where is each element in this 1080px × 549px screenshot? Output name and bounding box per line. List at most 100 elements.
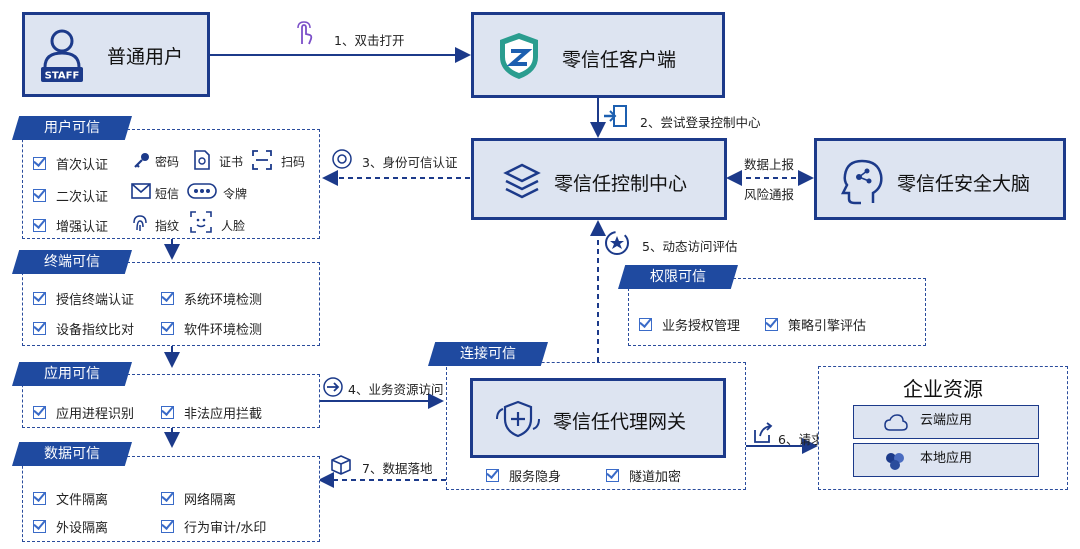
connection-item-2-label: 隧道加密 xyxy=(629,470,682,485)
staff-icon: STAFF xyxy=(41,29,83,82)
data-item-3: 外设隔离 xyxy=(33,517,108,536)
terminal-trust-panel: 授信终端认证 系统环境检测 设备指纹比对 软件环境检测 xyxy=(22,262,320,346)
connection-trust-tag: 连接可信 xyxy=(428,342,548,366)
data-trust-tag: 数据可信 xyxy=(12,442,132,466)
local-app-item[interactable]: 本地应用 xyxy=(853,443,1039,477)
permission-trust-panel: 业务授权管理 策略引擎评估 xyxy=(628,278,926,346)
cert-label: 证书 xyxy=(219,155,244,169)
data-item-4: 行为审计/水印 xyxy=(161,517,266,536)
data-item-2: 网络隔离 xyxy=(161,489,236,508)
brain-node[interactable]: 零信任安全大脑 xyxy=(814,138,1066,220)
check-icon xyxy=(765,318,778,331)
brain-report-label: 数据上报 xyxy=(744,157,795,172)
permission-trust-tag: 权限可信 xyxy=(618,265,738,289)
second-auth-item: 二次认证 xyxy=(33,186,108,205)
check-icon xyxy=(161,322,174,335)
certificate-icon xyxy=(194,150,210,170)
data-item-4-label: 行为审计/水印 xyxy=(184,521,267,536)
sms-label: 短信 xyxy=(155,187,180,201)
fingerprint-label: 指纹 xyxy=(155,219,180,233)
app-item-2: 非法应用拦截 xyxy=(161,403,262,422)
control-center-label: 零信任控制中心 xyxy=(554,173,688,195)
evaluate-icon xyxy=(605,231,629,255)
token-icon xyxy=(187,183,217,199)
check-icon xyxy=(33,292,46,305)
client-shield-icon xyxy=(500,33,538,79)
app-trust-tag: 应用可信 xyxy=(12,362,132,386)
check-icon xyxy=(639,318,652,331)
gateway-node[interactable]: 零信任代理网关 xyxy=(470,378,726,458)
cloud-icon xyxy=(884,414,908,431)
local-app-icon xyxy=(886,453,904,470)
first-auth-label: 首次认证 xyxy=(56,158,109,173)
terminal-trust-tag: 终端可信 xyxy=(12,250,132,274)
fingerprint-icon xyxy=(133,215,147,231)
step7-label: 7、数据落地 xyxy=(362,461,433,476)
check-icon xyxy=(161,406,174,419)
access-arrow-icon xyxy=(323,377,343,397)
data-cube-icon xyxy=(331,455,351,475)
terminal-item-3: 设备指纹比对 xyxy=(33,319,134,338)
data-item-1-label: 文件隔离 xyxy=(56,493,109,508)
terminal-item-2-label: 系统环境检测 xyxy=(184,293,263,308)
client-node[interactable]: 零信任客户端 xyxy=(471,12,725,98)
second-auth-label: 二次认证 xyxy=(56,190,109,205)
face-label: 人脸 xyxy=(221,219,246,233)
enterprise-title: 企业资源 xyxy=(903,377,983,401)
check-icon xyxy=(33,157,46,170)
check-icon xyxy=(33,406,46,419)
identity-icon xyxy=(332,149,352,169)
connection-item-2: 隧道加密 xyxy=(606,466,681,485)
touch-icon xyxy=(297,21,313,45)
check-icon xyxy=(486,469,499,482)
user-node-label: 普通用户 xyxy=(107,46,184,68)
scan-label: 扫码 xyxy=(281,155,306,169)
forward-icon xyxy=(754,422,773,443)
check-icon xyxy=(33,322,46,335)
data-item-3-label: 外设隔离 xyxy=(56,521,109,536)
permission-item-2-label: 策略引擎评估 xyxy=(788,319,867,334)
gateway-node-label: 零信任代理网关 xyxy=(553,411,687,433)
connection-item-1-label: 服务隐身 xyxy=(509,470,562,485)
app-item-1: 应用进程识别 xyxy=(33,403,134,422)
password-label: 密码 xyxy=(155,155,180,169)
staff-icon-text: STAFF xyxy=(45,71,80,82)
app-item-1-label: 应用进程识别 xyxy=(56,407,135,422)
step3-label: 3、身份可信认证 xyxy=(362,155,458,170)
step1-label: 1、双击打开 xyxy=(334,33,405,48)
step2-label: 2、尝试登录控制中心 xyxy=(640,115,761,130)
brain-notify-label: 风险通报 xyxy=(744,187,795,202)
terminal-item-1: 授信终端认证 xyxy=(33,289,134,308)
cloud-app-label: 云端应用 xyxy=(920,413,973,428)
check-icon xyxy=(33,189,46,202)
sms-icon xyxy=(131,183,151,199)
enterprise-panel: 企业资源 云端应用 本地应用 xyxy=(818,366,1068,490)
check-icon xyxy=(33,492,46,505)
enhanced-auth-item: 增强认证 xyxy=(33,216,108,235)
data-item-1: 文件隔离 xyxy=(33,489,108,508)
user-trust-tag: 用户可信 xyxy=(12,116,132,140)
scan-icon xyxy=(252,150,272,170)
brain-head-icon xyxy=(840,159,883,205)
check-icon xyxy=(606,469,619,482)
terminal-item-4-label: 软件环境检测 xyxy=(184,323,263,338)
terminal-item-1-label: 授信终端认证 xyxy=(56,293,135,308)
control-center-node[interactable]: 零信任控制中心 xyxy=(471,138,727,220)
gateway-shield-icon xyxy=(496,400,540,438)
step4-label: 4、业务资源访问 xyxy=(348,382,444,397)
terminal-item-3-label: 设备指纹比对 xyxy=(56,323,135,338)
local-app-label: 本地应用 xyxy=(920,451,973,466)
key-icon xyxy=(134,153,149,168)
cloud-app-item[interactable]: 云端应用 xyxy=(853,405,1039,439)
step5-label: 5、动态访问评估 xyxy=(642,239,738,254)
login-door-icon xyxy=(604,105,627,127)
check-icon xyxy=(161,292,174,305)
permission-item-2: 策略引擎评估 xyxy=(765,315,866,334)
permission-item-1: 业务授权管理 xyxy=(639,315,740,334)
layers-icon xyxy=(503,163,541,199)
terminal-item-4: 软件环境检测 xyxy=(161,319,262,338)
client-node-label: 零信任客户端 xyxy=(562,49,677,71)
app-item-2-label: 非法应用拦截 xyxy=(184,407,263,422)
check-icon xyxy=(161,492,174,505)
